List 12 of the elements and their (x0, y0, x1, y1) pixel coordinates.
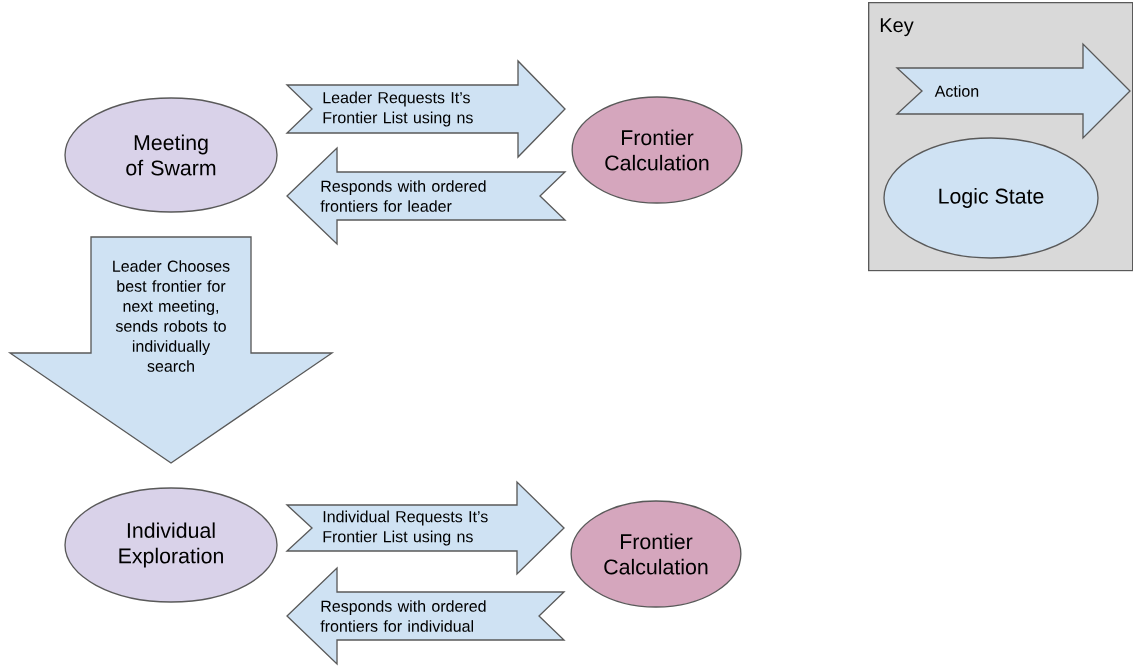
edge-label: Responds with ordered frontiers for individual (320, 600, 486, 632)
block-arrow (285, 480, 565, 576)
edge-label: Individual Requests It’s Frontier List using ns (323, 510, 488, 546)
block-arrow (286, 566, 566, 666)
block-arrow (285, 59, 566, 159)
legend-ellipse-sample: Logic State (883, 137, 1099, 259)
legend-arrow-sample: Action (895, 42, 1131, 140)
block-arrow (286, 146, 567, 246)
edge-label: Responds with ordered frontiers for leader (320, 180, 486, 212)
edge-label: Leader Requests It’s Frontier List using ns (323, 91, 473, 127)
edge-label: Leader Chooses best frontier for next meeting, sends robots to individually search (113, 260, 230, 372)
block-arrow (7, 236, 335, 464)
